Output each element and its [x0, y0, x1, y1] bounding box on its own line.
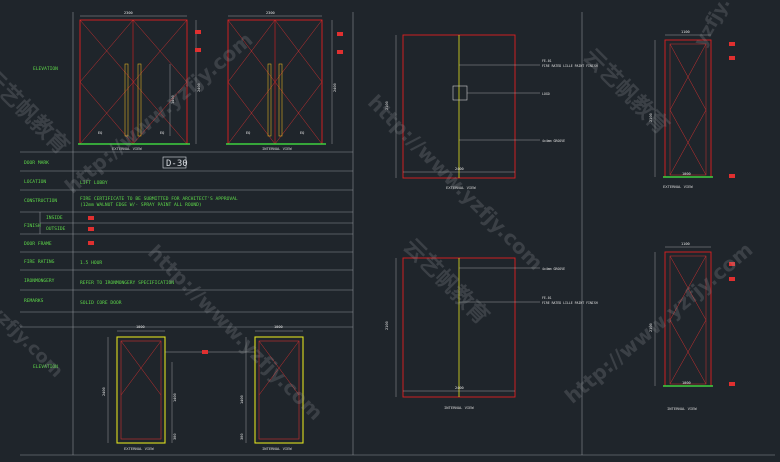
- dim-narrow-leaf-1: 1000: [682, 172, 691, 176]
- narrow-door-internal: 1100 2100 1000 INTERNAL VIEW: [649, 242, 735, 411]
- row-label-finish: FINISH: [24, 223, 41, 229]
- elevation-bottom-external-leaf: 1000 2400 1400 300 EXTERNAL VIEW: [102, 325, 177, 451]
- dim-big-width-2: 2400: [455, 386, 464, 390]
- elevation-internal-double-door: 2300 EQ EQ 2400 INTERNAL VIEW: [195, 11, 343, 151]
- dim-narrow-width-1: 1100: [681, 30, 690, 34]
- dim-leaf-height: 2400: [102, 387, 106, 396]
- caption-internal-view-1: INTERNAL VIEW: [262, 146, 292, 151]
- caption-external-view-4: EXTERNAL VIEW: [663, 184, 693, 189]
- row-label-inside: INSIDE: [46, 215, 63, 221]
- dim-leaf-offset-internal: 300: [240, 434, 244, 441]
- row-value-fire-rating: 1.5 HOUR: [80, 260, 102, 266]
- dim-top-width: 2300: [124, 11, 133, 15]
- dim-eq-right: EQ: [160, 131, 164, 135]
- caption-external-view-3: EXTERNAL VIEW: [446, 185, 476, 190]
- door-code: D-30: [166, 159, 188, 169]
- row-label-construction: CONSTRUCTION: [24, 198, 57, 204]
- callout-fe-note-1: FIRE RATED LILLE PAINT FINISH: [542, 64, 598, 68]
- callout-fe-note-2: FIRE RATED LILLE PAINT FINISH: [542, 301, 598, 305]
- dim-leaf-offset: 300: [173, 434, 177, 441]
- caption-internal-view-3: INTERNAL VIEW: [444, 405, 474, 410]
- dim-height-internal: 2400: [333, 83, 337, 92]
- row-value-location: LIFT LOBBY: [80, 180, 108, 186]
- row-value-ironmongery: REFER TO IRONMONGERY SPECIFICATION: [80, 280, 174, 286]
- row-value-construction-2: (12mm WALNUT EDGE W/- SPRAY PAINT ALL RO…: [80, 202, 202, 208]
- callout-logo: LOGO: [542, 92, 550, 96]
- caption-internal-view-2: INTERNAL VIEW: [262, 446, 292, 451]
- sheet-frame: [20, 12, 775, 456]
- dim-big-height-1: 2100: [385, 101, 389, 110]
- row-label-door-mark: DOOR MARK: [24, 160, 49, 166]
- elevation-label-bottom: ELEVATION: [33, 364, 58, 370]
- row-label-fire-rating: FIRE RATING: [24, 259, 55, 265]
- row-label-remarks: REMARKS: [24, 298, 44, 304]
- big-panel-internal: 4x4mm GROOVE FE-01 FIRE RATED LILLE PAIN…: [385, 257, 598, 410]
- dim-narrow-height-1: 2100: [649, 113, 653, 122]
- dim-eq-left-internal: EQ: [246, 131, 250, 135]
- callout-note-1: 4x4mm GROOVE: [542, 139, 565, 143]
- dim-height-a: 2400: [197, 83, 201, 92]
- row-value-construction: FIRE CERTIFICATE TO BE SUBMITTED FOR ARC…: [80, 196, 238, 202]
- row-label-door-frame: DOOR FRAME: [24, 241, 52, 247]
- big-panel-external: FE-01 FIRE RATED LILLE PAINT FINISH LOGO…: [385, 34, 598, 190]
- elevation-bottom-internal-leaf: 1000 1400 300 INTERNAL VIEW: [240, 325, 304, 451]
- dim-eq-right-internal: EQ: [300, 131, 304, 135]
- dim-leaf-width-internal: 1000: [274, 325, 283, 329]
- row-label-outside: OUTSIDE: [46, 226, 66, 232]
- caption-internal-view-4: INTERNAL VIEW: [667, 406, 697, 411]
- callout-note-2: 4x4mm GROOVE: [542, 267, 565, 271]
- callout-fe-2: FE-01: [542, 296, 552, 300]
- dim-leaf-width: 1000: [136, 325, 145, 329]
- callout-fe-1: FE-01: [542, 59, 552, 63]
- dim-height-b: 1400: [171, 95, 175, 104]
- dim-narrow-leaf-2: 1000: [682, 381, 691, 385]
- dim-big-height-2: 2100: [385, 321, 389, 330]
- dim-top-width-internal: 2300: [266, 11, 275, 15]
- dim-leaf-height-internal: 1400: [240, 395, 244, 404]
- dim-leaf-height-b: 1400: [173, 393, 177, 402]
- dim-narrow-height-2: 2100: [649, 323, 653, 332]
- row-value-remarks: SOLID CORE DOOR: [80, 300, 122, 306]
- dim-big-width-1: 2400: [455, 167, 464, 171]
- elevation-external-double-door: 2300 EQ EQ 2400 1400 EXTERNAL VIEW: [78, 11, 201, 151]
- row-label-location: LOCATION: [24, 179, 46, 185]
- elevation-label-top: ELEVATION: [33, 66, 58, 72]
- dim-narrow-width-2: 1100: [681, 242, 690, 246]
- caption-external-view-2: EXTERNAL VIEW: [124, 446, 154, 451]
- row-label-ironmongery: IRONMONGERY: [24, 278, 55, 284]
- door-code-box: [162, 156, 187, 169]
- dim-eq-left: EQ: [98, 131, 102, 135]
- narrow-door-external: 1100 2100 1000 EXTERNAL VIEW: [649, 30, 735, 189]
- caption-external-view-1: EXTERNAL VIEW: [112, 146, 142, 151]
